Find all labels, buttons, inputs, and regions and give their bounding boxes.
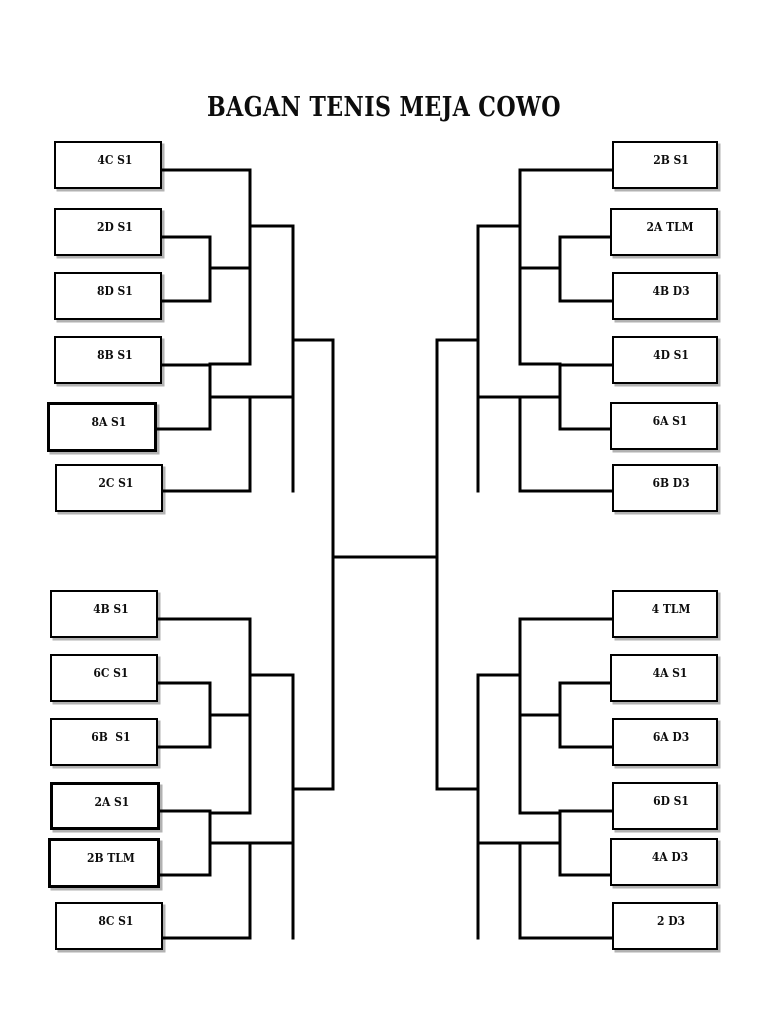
seed-box[interactable]: 6B S1 (50, 718, 158, 766)
seed-label: 4A D3 (651, 849, 689, 864)
page-title: BAGAN TENIS MEJA COWO (207, 92, 561, 123)
seed-box[interactable]: 4A S1 (610, 654, 718, 702)
seed-box[interactable]: 2A S1 (50, 782, 160, 830)
seed-label: 6A S1 (652, 413, 688, 428)
seed-label: 2C S1 (98, 475, 134, 490)
seed-box[interactable]: 4A D3 (610, 838, 718, 886)
seed-box[interactable]: 8C S1 (55, 902, 163, 950)
seed-box[interactable]: 2B S1 (612, 141, 718, 189)
seed-box[interactable]: 6D S1 (612, 782, 718, 830)
seed-label: 2A TLM (646, 219, 694, 234)
seed-box[interactable]: 2C S1 (55, 464, 163, 512)
seed-box[interactable]: 2D S1 (54, 208, 162, 256)
seed-box[interactable]: 2 D3 (612, 902, 718, 950)
seed-box[interactable]: 4 TLM (612, 590, 718, 638)
seed-label: 2D S1 (96, 219, 133, 234)
seed-box[interactable]: 4C S1 (54, 141, 162, 189)
seed-box[interactable]: 8B S1 (54, 336, 162, 384)
seed-box[interactable]: 8A S1 (47, 402, 157, 452)
seed-label: 4B S1 (93, 601, 129, 616)
seed-label: 4D S1 (653, 347, 689, 362)
seed-label: 6C S1 (93, 665, 129, 680)
seed-label: 6B S1 (91, 729, 131, 744)
seed-box[interactable]: 6C S1 (50, 654, 158, 702)
seed-label: 6A D3 (652, 729, 690, 744)
seed-label: 4 TLM (651, 601, 691, 616)
seed-box[interactable]: 6A D3 (612, 718, 718, 766)
seed-label: 2B S1 (653, 152, 689, 167)
seed-label: 4A S1 (652, 665, 688, 680)
seed-box[interactable]: 4D S1 (612, 336, 718, 384)
seed-label: 2B TLM (86, 850, 135, 865)
seed-label: 4C S1 (97, 152, 133, 167)
seed-label: 8C S1 (98, 913, 134, 928)
seed-box[interactable]: 4B S1 (50, 590, 158, 638)
seed-box[interactable]: 6A S1 (610, 402, 718, 450)
seed-label: 2 D3 (657, 913, 686, 928)
seed-box[interactable]: 2A TLM (610, 208, 718, 256)
seed-label: 6D S1 (653, 793, 689, 808)
seed-box[interactable]: 6B D3 (612, 464, 718, 512)
seed-label: 6B D3 (652, 475, 690, 490)
seed-box[interactable]: 8D S1 (54, 272, 162, 320)
seed-label: 8B S1 (97, 347, 133, 362)
seed-label: 4B D3 (652, 283, 690, 298)
seed-label: 2A S1 (94, 794, 130, 809)
seed-label: 8A S1 (91, 414, 127, 429)
seed-label: 8D S1 (96, 283, 133, 298)
seed-box[interactable]: 4B D3 (612, 272, 718, 320)
seed-box[interactable]: 2B TLM (48, 838, 160, 888)
